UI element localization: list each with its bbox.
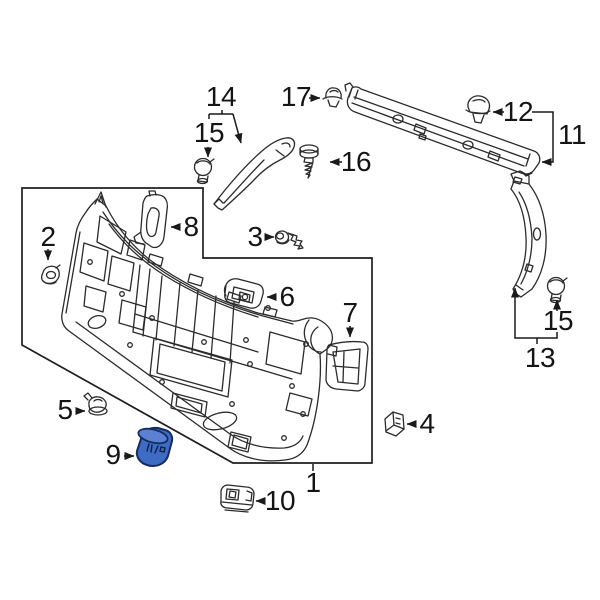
part-label-15-bottom: 15: [542, 305, 574, 336]
part-8-panel-drawing: [133, 190, 169, 249]
part-label-7: 7: [342, 297, 358, 328]
part-3-screw-drawing: [274, 230, 304, 250]
part-15-grommet-drawing-2: [546, 276, 568, 304]
part-11-slat-drawing: [344, 82, 541, 177]
part-label-9: 9: [105, 439, 121, 470]
part-4-clip-drawing: [384, 411, 405, 437]
part-16-screw-drawing: [299, 144, 319, 179]
part-label-15-top: 15: [193, 117, 225, 148]
part-label-4: 4: [419, 408, 435, 439]
part-15-grommet-drawing: [193, 157, 215, 185]
part-label-6: 6: [279, 281, 295, 312]
callout-leaders: [44, 94, 561, 505]
part-1-trim-panel-drawing: [61, 191, 334, 462]
part-label-17: 17: [280, 81, 312, 112]
part-5-clip-drawing: [83, 392, 108, 416]
part-label-1: 1: [305, 467, 321, 498]
part-label-12: 12: [502, 96, 534, 127]
part-label-5: 5: [57, 394, 73, 425]
part-13-trim-drawing: [510, 170, 547, 298]
part-9-bumper-highlighted: [135, 426, 174, 467]
part-14-garnish-drawing: [213, 137, 296, 211]
part-17-clip-drawing: [322, 87, 343, 108]
part-1-enclosure-box: [21, 187, 373, 464]
part-10-switch-drawing: [220, 484, 255, 513]
part-7-panel-drawing: [325, 340, 369, 392]
part-label-3: 3: [247, 221, 263, 252]
part-label-13: 13: [524, 342, 556, 373]
part-12-clip-drawing: [465, 95, 491, 124]
part-label-8: 8: [183, 211, 199, 242]
part-label-14: 14: [205, 81, 237, 112]
part-label-16: 16: [340, 146, 372, 177]
part-label-11: 11: [557, 119, 587, 150]
part-label-10: 10: [264, 485, 296, 516]
part-2-clip-drawing: [40, 264, 61, 285]
part-6-clip-drawing: [223, 278, 264, 309]
part-label-2: 2: [40, 221, 56, 252]
